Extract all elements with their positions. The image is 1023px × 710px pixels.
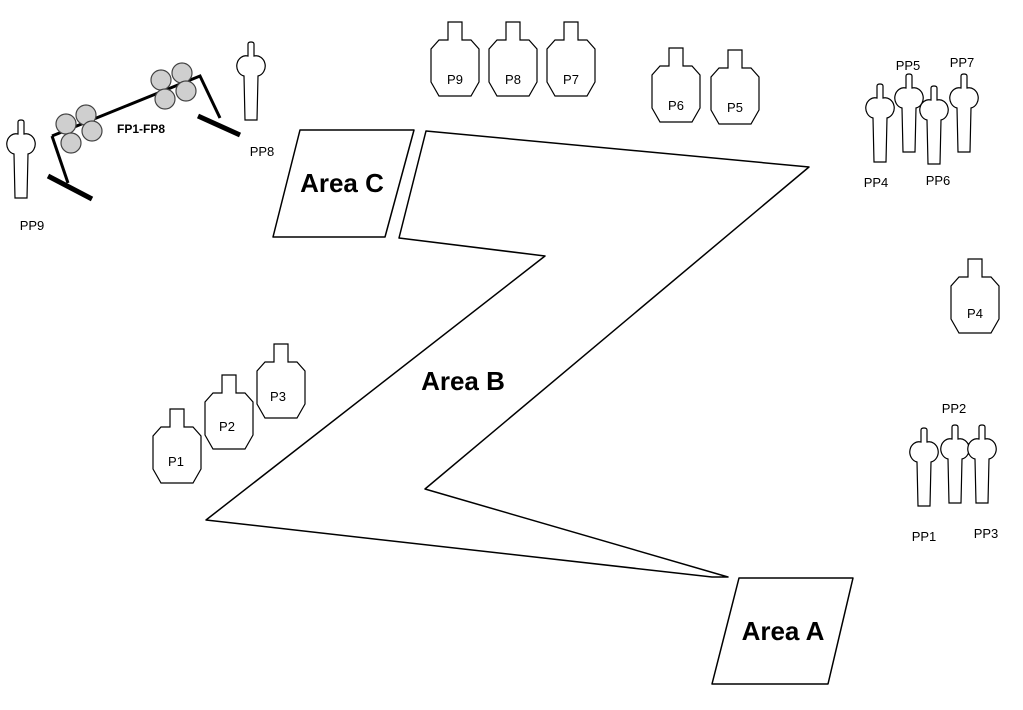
paper-target-p5: P5 — [710, 49, 760, 125]
popper-label-pp3: PP3 — [974, 526, 999, 541]
paper-target-p6: P6 — [651, 47, 701, 123]
falling-plate — [55, 113, 77, 135]
area-c-box — [272, 129, 415, 238]
paper-target-p9: P9 — [430, 21, 480, 97]
falling-plate — [150, 69, 172, 91]
popper-label-pp6: PP6 — [926, 173, 951, 188]
falling-plates-label: FP1-FP8 — [117, 122, 165, 136]
plate-rack-left-leg — [50, 135, 70, 184]
paper-target-label: P1 — [168, 454, 184, 469]
area-a-label: Area A — [742, 616, 825, 646]
paper-target-label: P9 — [447, 72, 463, 87]
paper-target-label: P3 — [270, 389, 286, 404]
popper-label-pp1: PP1 — [912, 529, 937, 544]
paper-target-p7: P7 — [546, 21, 596, 97]
paper-target-p1: P1 — [152, 408, 202, 484]
plate-rack-right-foot — [196, 113, 242, 138]
paper-target-label: P7 — [563, 72, 579, 87]
popper-pp8 — [236, 41, 266, 121]
paper-target-label: P2 — [219, 419, 235, 434]
popper-pp2 — [940, 424, 970, 504]
shooting-path-outline — [205, 130, 810, 578]
plate-rack-frame — [51, 74, 222, 138]
falling-plate — [171, 62, 193, 84]
area-b-label: Area B — [421, 366, 505, 396]
popper-pp5 — [894, 73, 924, 153]
paper-target-p2: P2 — [204, 374, 254, 450]
popper-pp6 — [919, 85, 949, 165]
paper-target-label: P6 — [668, 98, 684, 113]
popper-pp1 — [909, 427, 939, 507]
popper-pp7 — [949, 73, 979, 153]
paper-target-label: P5 — [727, 100, 743, 115]
popper-pp3 — [967, 424, 997, 504]
falling-plate — [60, 132, 82, 154]
plate-rack-left-foot — [46, 173, 94, 202]
falling-plate-rack: FP1-FP8 — [46, 62, 242, 202]
popper-pp4 — [865, 83, 895, 163]
paper-target-p4: P4 — [950, 258, 1000, 334]
falling-plate — [175, 80, 197, 102]
area-a-box — [711, 577, 854, 685]
paper-target-label: P4 — [967, 306, 983, 321]
paper-target-p3: P3 — [256, 343, 306, 419]
popper-label-pp9: PP9 — [20, 218, 45, 233]
popper-pp9 — [6, 119, 36, 199]
paper-target-p8: P8 — [488, 21, 538, 97]
popper-label-pp2: PP2 — [942, 401, 967, 416]
falling-plate — [154, 88, 176, 110]
paper-target-label: P8 — [505, 72, 521, 87]
popper-label-pp5: PP5 — [896, 58, 921, 73]
popper-label-pp8: PP8 — [250, 144, 275, 159]
area-c-label: Area C — [300, 168, 384, 198]
popper-label-pp4: PP4 — [864, 175, 889, 190]
popper-label-pp7: PP7 — [950, 55, 975, 70]
falling-plate — [81, 120, 103, 142]
